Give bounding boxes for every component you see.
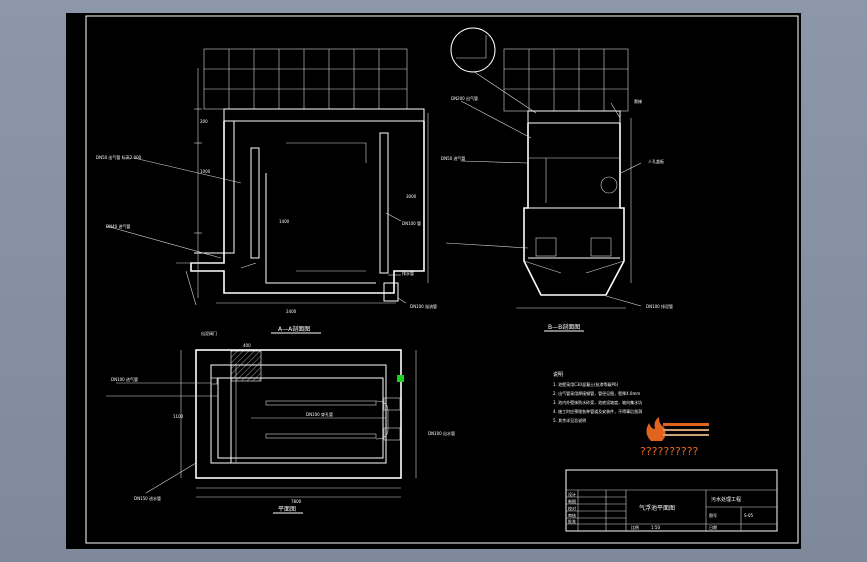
tb-sheet-value: S-05 [744,513,754,518]
watermark-text: ?????????? [640,445,699,458]
dim-aa-wall: 200 [200,119,208,124]
label-bb-outlet: DN200 出气管 [451,95,478,101]
dim-aa-height-2: 3000 [406,194,417,199]
tb-row-approve: 批准 [568,518,576,524]
title-plan-view: 平面图 [278,506,296,513]
tb-drawing-name: 气浮池平面图 [639,504,675,512]
label-bb-manhole: 人孔盖板 [648,158,664,164]
note-3: 3. 池内外壁抹防水砂浆，池底设坡度，坡向集水坑 [553,399,642,405]
sheet-border [85,15,799,544]
notes-heading: 说明 [553,371,563,378]
tb-row-design: 设计 [568,491,576,497]
cad-drawing-sheet: 2400 1000 3000 1400 200 DN50 出气管 标高2.000… [85,15,799,544]
dim-plan-width: 1100 [173,414,184,419]
dim-aa-inner: 1400 [279,219,290,224]
dim-aa-width: 2400 [286,309,297,314]
dim-plan-offset: 400 [243,343,251,348]
tb-row-review: 审核 [568,512,576,518]
watermark-logo: ?????????? [640,417,709,458]
title-section-bb: B—B剖面图 [548,323,580,331]
note-2: 2. 出气管采用焊接钢管，管径见图，壁厚4.0mm [553,390,640,396]
label-plan-outlet: DN100 出水管 [428,430,455,436]
label-aa-overflow: DN100 溢流管 [410,303,437,309]
note-5: 5. 其余详见总说明 [553,417,586,423]
label-aa-inlet: DN40 进气管 [106,223,130,229]
tb-project: 污水处理工程 [711,496,741,503]
note-4: 4. 施工时应预埋各种管道及安装件，不得事后凿洞 [553,408,642,414]
tb-row-check: 校对 [568,505,576,511]
title-section-aa: A—A剖面图 [278,325,310,333]
label-bb-inlet: DN50 进气管 [441,155,465,161]
label-aa-outlet: DN50 出气管 标高2.000 [96,154,142,160]
label-plan-valve: 出泥阀门 [201,330,217,336]
tb-sheet-label: 图号 [709,512,717,518]
section-aa: 2400 1000 3000 1400 200 DN50 出气管 标高2.000… [96,48,437,334]
tb-scale-label: 比例 [631,524,639,530]
title-block: 设计 制图 校对 审核 批准 气浮池平面图 污水处理工程 比例 1:50 图号 … [565,469,778,532]
cad-viewport[interactable]: 2400 1000 3000 1400 200 DN50 出气管 标高2.000… [66,13,801,549]
notes-block: 说明 1. 池壁采用C30混凝土(抗渗等级P6) 2. 出气管采用焊接钢管，管径… [553,371,642,423]
note-1: 1. 池壁采用C30混凝土(抗渗等级P6) [553,381,618,387]
section-bb: DN200 出气管 DN50 进气管 DN100 排泥管 人孔盖板 爬梯 B—B… [441,27,673,332]
tb-scale-value: 1:50 [651,525,660,530]
dim-aa-height-1: 1000 [200,169,211,174]
flame-icon [646,417,666,441]
label-plan-perforated: DN100 穿孔管 [306,411,333,417]
label-plan-inlet: DN100 进气管 [111,376,138,382]
label-plan-feed: DN150 进水管 [134,495,161,501]
label-aa-pipe: DN100 管 [402,220,421,226]
plan-view: 7800 1100 400 出泥阀门 DN100 进气管 DN100 出水管 D… [106,330,455,514]
tb-row-draft: 制图 [568,498,576,504]
label-bb-ladder: 爬梯 [634,98,642,104]
dim-plan-length: 7800 [291,499,302,504]
label-bb-sludge: DN100 排泥管 [646,303,673,309]
tb-date-label: 日期 [709,524,717,530]
label-aa-drain: 排水管 [402,270,414,276]
